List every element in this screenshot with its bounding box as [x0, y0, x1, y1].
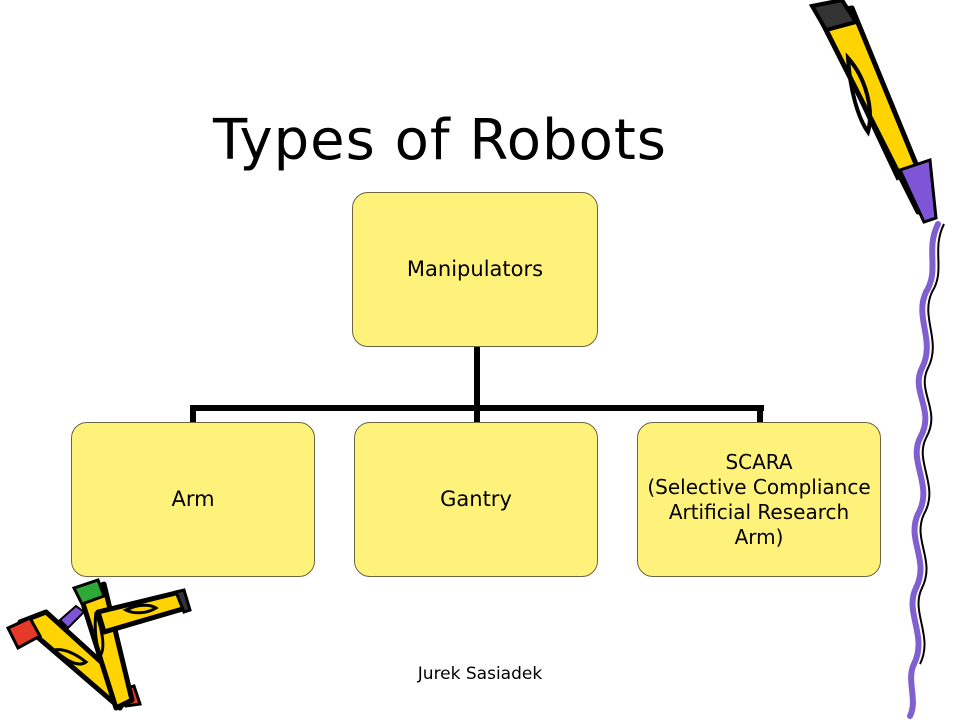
node-label: Manipulators	[406, 257, 544, 282]
node-gantry: Gantry	[354, 422, 598, 577]
node-scara: SCARA (Selective Compliance Artificial R…	[637, 422, 881, 577]
node-label: SCARA (Selective Compliance Artificial R…	[647, 449, 871, 549]
node-arm: Arm	[71, 422, 315, 577]
connector-drop-arm	[190, 405, 196, 422]
node-label: Gantry	[440, 487, 512, 512]
slide-footer: Jurek Sasiadek	[417, 664, 543, 684]
connector-drop-gantry	[474, 405, 480, 422]
slide-title: Types of Robots	[213, 108, 667, 173]
connector-drop-scara	[757, 405, 763, 422]
node-label: Arm	[171, 487, 215, 512]
node-manipulators: Manipulators	[352, 192, 598, 347]
connector-trunk	[474, 347, 480, 410]
pencils-cluster-icon	[5, 578, 192, 711]
squiggle-outline	[917, 223, 945, 665]
pencil-icon	[808, 0, 938, 224]
squiggle-border-icon	[907, 221, 941, 719]
